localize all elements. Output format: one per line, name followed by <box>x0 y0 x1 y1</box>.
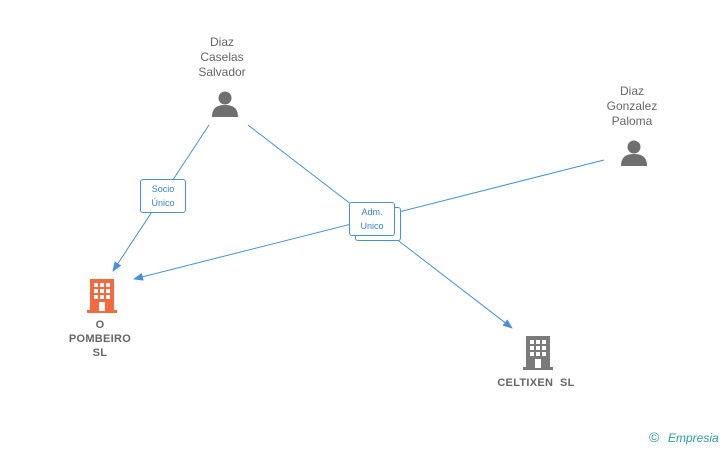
person-icon[interactable] <box>210 89 240 119</box>
copyright-symbol: © <box>649 429 660 445</box>
person-icon[interactable] <box>619 138 649 168</box>
company-name-o-pombeiro[interactable]: O POMBEIRO SL <box>68 319 132 359</box>
building-icon[interactable] <box>86 277 118 313</box>
edge-label-socio-unico: Socio Único <box>140 179 186 213</box>
company-name-celtixen[interactable]: CELTIXEN SL <box>497 377 575 389</box>
building-icon[interactable] <box>522 334 554 370</box>
empresia-logo: Empresia <box>668 431 719 445</box>
person-name-diaz-gonzalez[interactable]: Diaz Gonzalez Paloma <box>606 84 658 128</box>
person-name-diaz-caselas[interactable]: Diaz Caselas Salvador <box>198 35 246 79</box>
edge-label-adm-unico: Adm. Unico <box>349 202 395 236</box>
